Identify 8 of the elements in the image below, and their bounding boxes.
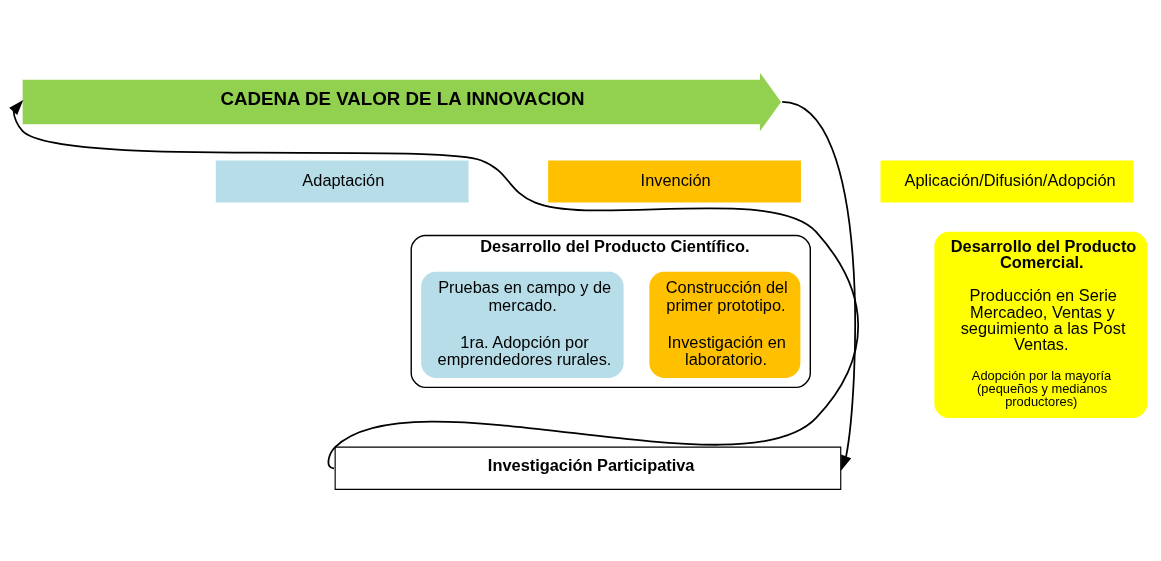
node-box: Investigación Participativa [334, 446, 842, 490]
node-box: Desarrollo del Producto Comercial. Producción en Serie Mercadeo, Ventas y seguimiento a las Post Ventas. Adopción por la mayoría (pequeños y medianos productores) [934, 231, 1148, 418]
node-box: Construcción del primer prototipo. Investigación en laboratorio. [649, 271, 801, 378]
node-box: Invención [548, 159, 801, 203]
node-box: Adaptación [215, 159, 469, 203]
node-box: Pruebas en campo y de mercado. 1ra. Adopción por emprendedores rurales. [421, 271, 624, 378]
arrow [781, 100, 856, 471]
node-box: Aplicación/Difusión/Adopción [880, 159, 1134, 203]
